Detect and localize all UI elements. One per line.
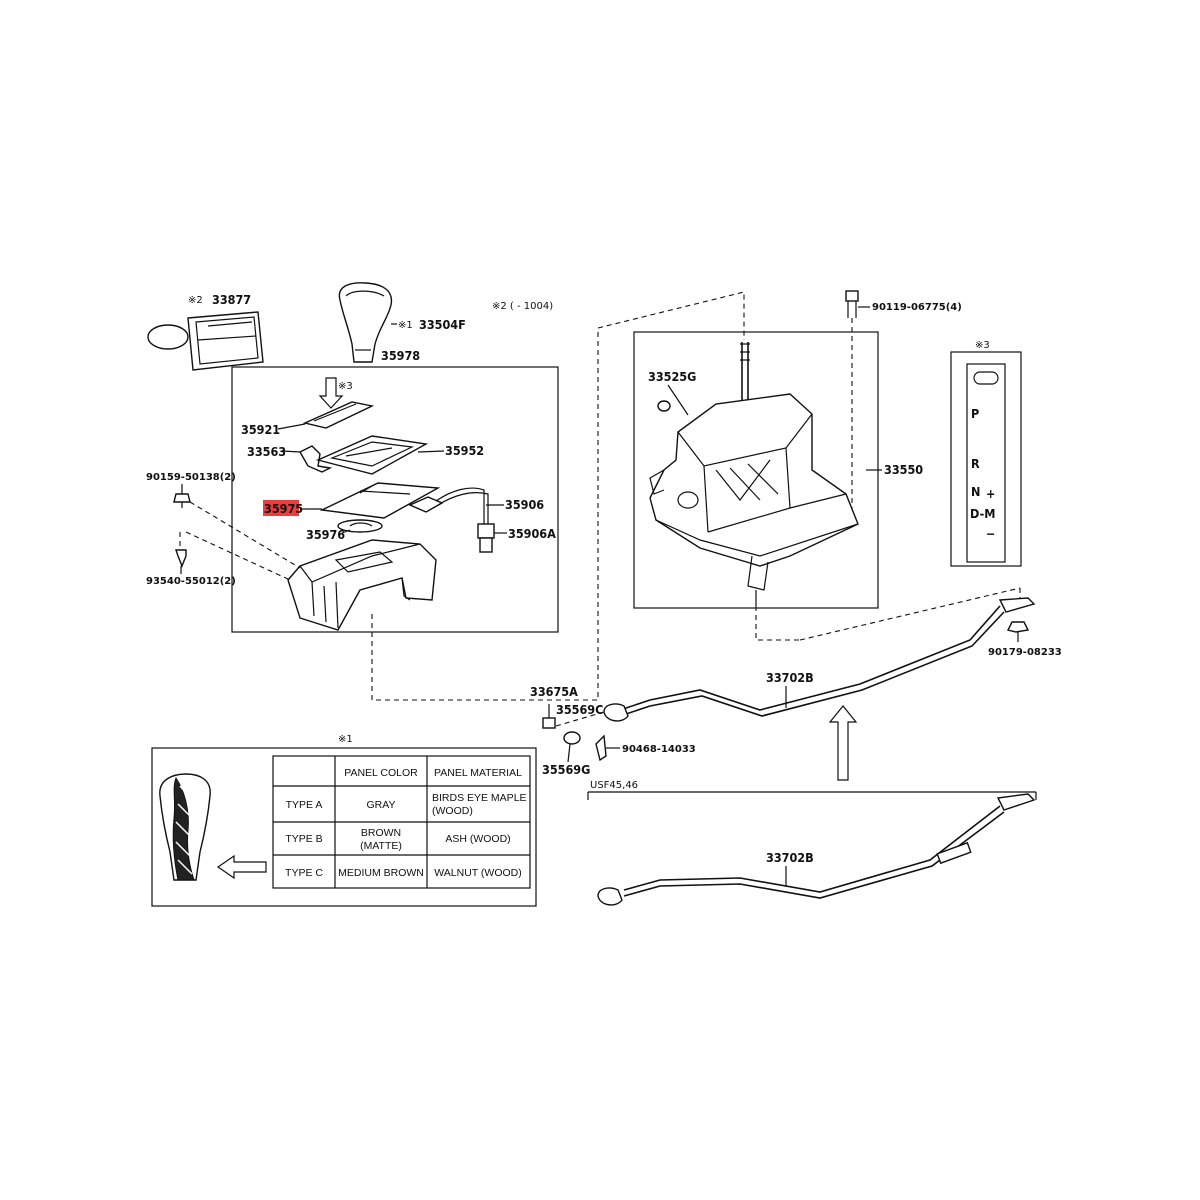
- part-33563: [299, 445, 333, 473]
- range-note: ※2 ( - 1004): [492, 301, 553, 312]
- gate-P: P: [971, 406, 979, 421]
- highlight-35975: [263, 500, 299, 516]
- part-35976: [337, 519, 383, 533]
- part-33550-shifter: [649, 342, 859, 606]
- label-93540: 93540-55012(2): [146, 576, 236, 587]
- table-row-a-material-1: BIRDS EYE MAPLE: [432, 792, 527, 804]
- part-33675A-bolt: [542, 704, 556, 729]
- table-row-c-type: TYPE C: [285, 867, 323, 879]
- table-row-b-color-2: (MATTE): [360, 840, 402, 852]
- label-35952: 35952: [445, 443, 484, 458]
- part-35975: [319, 482, 441, 519]
- down-arrow-icon: [318, 377, 344, 409]
- label-35569G: 35569G: [542, 762, 590, 777]
- part-93540-clip: [175, 549, 187, 568]
- table-row-a-material-2: (WOOD): [432, 805, 473, 817]
- label-33702B-top: 33702B: [766, 670, 814, 685]
- knob-illustration: [159, 773, 211, 881]
- part-90179-nut: [1006, 621, 1030, 633]
- label-33563: 33563: [247, 444, 286, 459]
- label-35906: 35906: [505, 497, 544, 512]
- table-row-b-material: ASH (WOOD): [445, 833, 510, 845]
- table-row-b-type: TYPE B: [285, 833, 322, 845]
- note-prefix-arrow: ※3: [338, 381, 353, 392]
- label-33877: 33877: [212, 292, 251, 307]
- left-arrow-icon: [216, 854, 267, 880]
- part-35569C-bushing: [563, 731, 581, 745]
- part-33702B-cable-top: [603, 597, 1036, 722]
- part-33877-panel: [147, 311, 264, 371]
- table-header-material: PANEL MATERIAL: [434, 767, 522, 779]
- part-35906: [408, 487, 495, 553]
- label-33675A: 33675A: [530, 684, 578, 699]
- label-usf: USF45,46: [590, 780, 638, 791]
- panel-table: [272, 755, 531, 889]
- label-90468: 90468-14033: [622, 744, 696, 755]
- table-note: ※1: [338, 734, 353, 745]
- label-35976: 35976: [306, 527, 345, 542]
- table-row-c-color: MEDIUM BROWN: [338, 867, 424, 879]
- gate-inset: [950, 351, 1022, 567]
- part-33525G-washer: [657, 400, 671, 412]
- table-header-color: PANEL COLOR: [344, 767, 418, 779]
- part-35952: [315, 435, 429, 475]
- part-33504F-shift-knob: [338, 282, 393, 363]
- gate-plate: [966, 363, 1006, 563]
- label-35978: 35978: [381, 348, 420, 363]
- up-arrow-icon: [828, 705, 858, 781]
- table-box: [151, 747, 537, 907]
- part-90468-clip: [595, 734, 607, 762]
- note-prefix-33877: ※2: [188, 295, 203, 306]
- part-90159-screw: [173, 493, 191, 508]
- table-row-a-color: GRAY: [367, 799, 396, 811]
- gate-minus: −: [986, 526, 995, 541]
- table-row-b-color-1: BROWN: [361, 827, 401, 839]
- label-35921: 35921: [241, 422, 280, 437]
- gate-D-M: D-M: [970, 506, 995, 521]
- assembly-box-35978: [231, 366, 559, 633]
- gate-N: N: [971, 484, 980, 499]
- part-90119-bolt: [845, 290, 859, 318]
- inset-note: ※3: [975, 340, 990, 351]
- label-35906A: 35906A: [508, 526, 556, 541]
- label-90179: 90179-08233: [988, 647, 1062, 658]
- label-90119: 90119-06775(4): [872, 302, 962, 313]
- label-33504F: 33504F: [419, 317, 466, 332]
- gate-slot: [973, 371, 999, 385]
- gate-R: R: [971, 456, 980, 471]
- part-shift-bezel-base: [287, 539, 437, 631]
- part-35921: [302, 401, 375, 429]
- label-35569C: 35569C: [556, 702, 603, 717]
- label-35975: 35975: [264, 501, 303, 516]
- note-prefix-33504F: ※1: [398, 320, 413, 331]
- label-33702B-bottom: 33702B: [766, 850, 814, 865]
- table-row-c-material: WALNUT (WOOD): [434, 867, 522, 879]
- label-33550: 33550: [884, 462, 923, 477]
- label-33525G: 33525G: [648, 369, 696, 384]
- part-33702B-cable-bottom: [597, 793, 1036, 906]
- label-90159: 90159-50138(2): [146, 472, 236, 483]
- table-row-a-type: TYPE A: [286, 799, 323, 811]
- gate-plus-N: +: [986, 486, 995, 501]
